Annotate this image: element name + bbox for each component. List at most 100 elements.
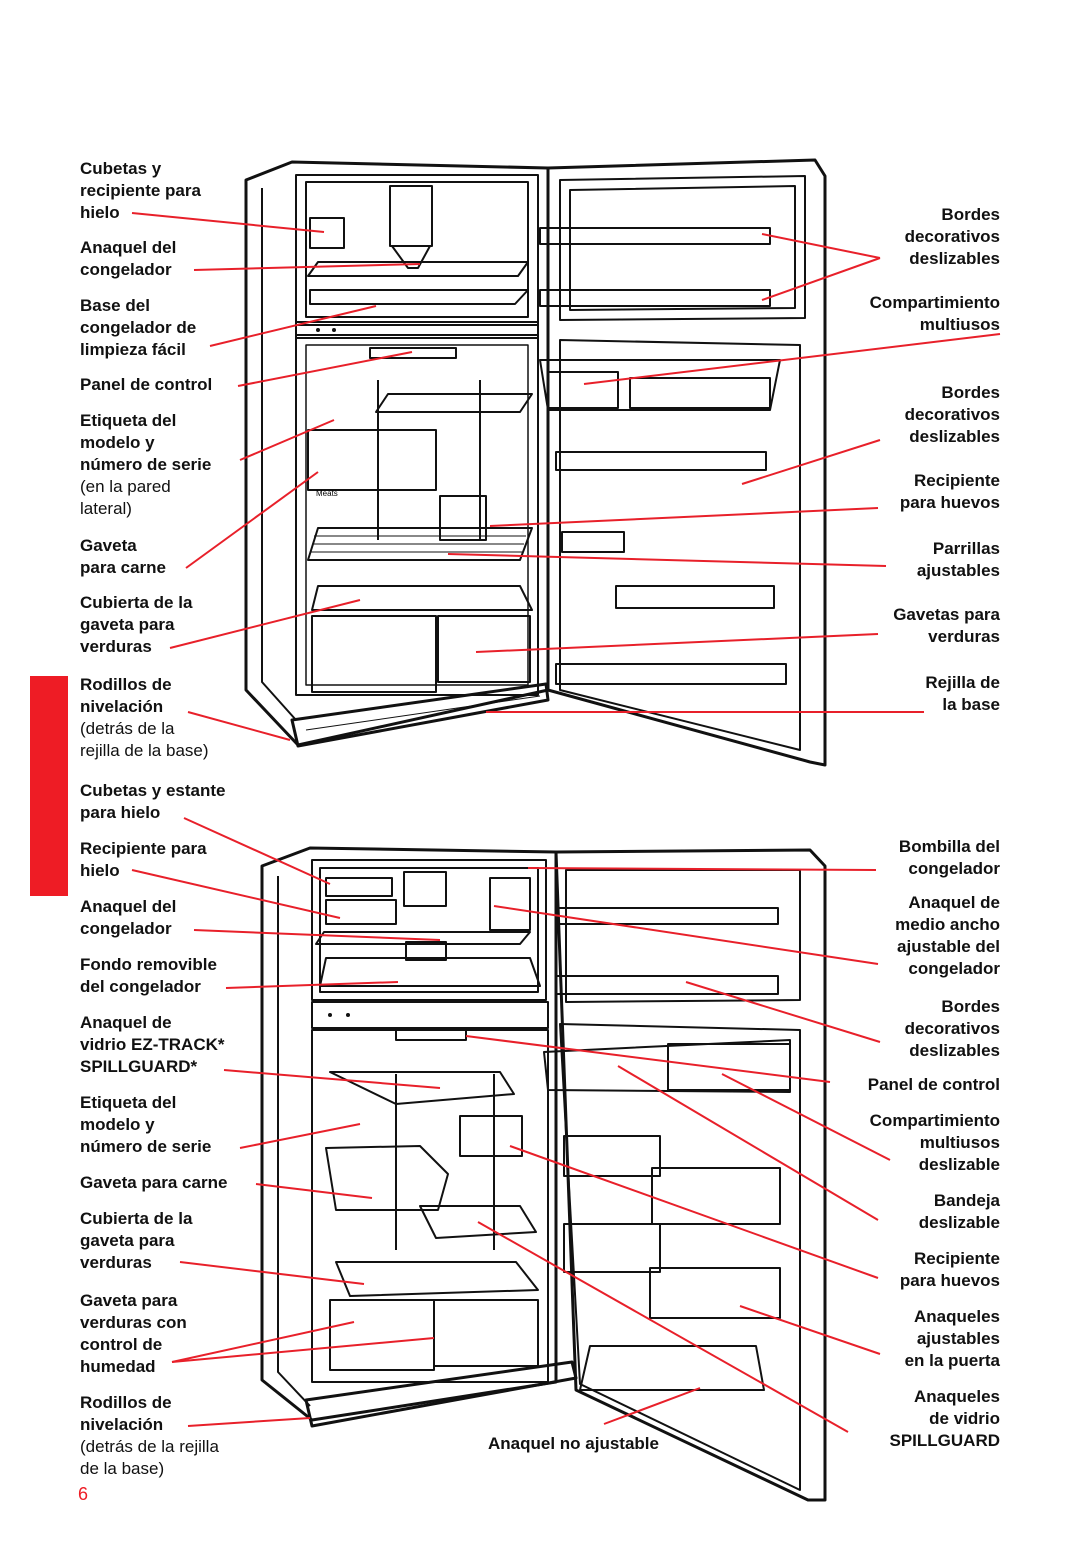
label-line: ajustables [916, 1329, 1000, 1348]
label-bordes-decorativos-2: Bordes decorativos deslizables [905, 382, 1000, 448]
refrigerator-2-drawing [260, 846, 827, 1502]
label-line: Cubierta de la [80, 593, 193, 612]
label-panel-control: Panel de control [80, 374, 212, 396]
label-line: Anaquel de [80, 1013, 172, 1032]
label-line: Cubetas y [80, 159, 162, 178]
diagram-2-callout-lines [131, 817, 891, 1433]
label-line: Recipiente [914, 1249, 1000, 1268]
label-line: Recipiente para [80, 839, 207, 858]
label-line: en la puerta [904, 1351, 1000, 1370]
label-bordes-decorativos-1: Bordes decorativos deslizables [905, 204, 1000, 270]
label-line: ajustables [916, 561, 1000, 580]
label-line: Cubierta de la [80, 1209, 193, 1228]
label-note: (detrás de la [80, 719, 175, 738]
label-line: Gavetas para [893, 605, 1000, 624]
label-line: SPILLGUARD [889, 1431, 1001, 1450]
label-line: modelo y [80, 433, 155, 452]
label-line: nivelación [80, 697, 164, 716]
label-line: Fondo removible [80, 955, 217, 974]
label-line: número de serie [80, 1137, 212, 1156]
label-line: Gaveta para [80, 1291, 178, 1310]
label-line: verduras [80, 637, 152, 656]
label-line: Bandeja [933, 1191, 1000, 1210]
label-line: Bordes [941, 997, 1000, 1016]
label-line: verduras [928, 627, 1000, 646]
label-note: (en la pared [80, 477, 171, 496]
label-line: Gaveta [80, 536, 137, 555]
label-gaveta-verduras-humedad: Gaveta para verduras con control de hume… [80, 1290, 187, 1378]
label-line: Anaquel del [80, 897, 177, 916]
label-line: Compartimiento [869, 293, 1000, 312]
label-gavetas-verduras: Gavetas para verduras [893, 604, 1000, 648]
label-anaquel-no-ajustable: Anaquel no ajustable [488, 1434, 659, 1453]
label-etiqueta-modelo: Etiqueta del modelo y número de serie (e… [80, 410, 211, 520]
svg-text:Meats: Meats [316, 489, 338, 498]
label-line: Rodillos de [80, 675, 172, 694]
label-line: multiusos [919, 315, 1000, 334]
label-line: deslizables [909, 427, 1000, 446]
label-line: SPILLGUARD* [80, 1057, 198, 1076]
label-line: Panel de control [80, 375, 213, 394]
label-line: humedad [80, 1357, 156, 1376]
label-fondo-removible: Fondo removible del congelador [80, 954, 217, 998]
label-line: verduras [80, 1253, 152, 1272]
label-line: multiusos [919, 1133, 1000, 1152]
label-line: ajustable del [897, 937, 1000, 956]
label-line: gaveta para [80, 615, 175, 634]
label-line: Bordes [941, 205, 1000, 224]
label-line: recipiente para [80, 181, 201, 200]
section-tab [30, 676, 68, 896]
label-bandeja-deslizable: Bandeja deslizable [919, 1190, 1000, 1234]
label-line: deslizable [918, 1213, 1000, 1232]
label-line: gaveta para [80, 1231, 175, 1250]
label-line: Bombilla del [898, 837, 1000, 856]
label-anaquel-vidrio-ez-track: Anaquel de vidrio EZ-TRACK* SPILLGUARD* [80, 1012, 225, 1078]
label-anaqueles-vidrio-spillguard: Anaqueles de vidrio SPILLGUARD [890, 1386, 1001, 1452]
label-line: para carne [80, 558, 166, 577]
label-recipiente-hielo: Recipiente para hielo [80, 838, 207, 882]
label-line: Cubetas y estante [80, 781, 226, 800]
label-line: Rodillos de [80, 1393, 172, 1412]
label-line: decorativos [904, 405, 1000, 424]
label-line: deslizables [909, 249, 1000, 268]
label-note: (detrás de la rejilla [80, 1437, 219, 1456]
label-line: modelo y [80, 1115, 155, 1134]
label-cubetas-recipiente-hielo: Cubetas y recipiente para hielo [80, 158, 201, 224]
label-line: para huevos [899, 493, 1000, 512]
label-compartimiento-multiusos-deslizable: Compartimiento multiusos deslizable [870, 1110, 1000, 1176]
label-line: hielo [80, 861, 120, 880]
page-number: 6 [78, 1484, 89, 1504]
label-line: Bordes [941, 383, 1000, 402]
label-bordes-decorativos-3: Bordes decorativos deslizables [905, 996, 1000, 1062]
label-anaquel-medio-ancho: Anaquel de medio ancho ajustable del con… [895, 892, 1000, 980]
label-line: congelador [80, 919, 172, 938]
label-line: verduras con [80, 1313, 187, 1332]
label-rodillos-nivelacion-2: Rodillos de nivelación (detrás de la rej… [80, 1392, 219, 1480]
label-recipiente-huevos-2: Recipiente para huevos [900, 1248, 1000, 1292]
label-rejilla-base: Rejilla de la base [925, 672, 1000, 716]
label-gaveta-carne-2: Gaveta para carne [80, 1172, 227, 1194]
label-cubetas-estante-hielo: Cubetas y estante para hielo [80, 780, 226, 824]
label-line: Recipiente [914, 471, 1000, 490]
label-line: control de [80, 1335, 163, 1354]
label-gaveta-carne: Gaveta para carne [80, 535, 166, 579]
label-line: de vidrio [929, 1409, 1000, 1428]
label-panel-control-2: Panel de control [868, 1074, 1000, 1096]
refrigerator-1-drawing: Meats [244, 158, 827, 767]
diagram-1-callout-lines [131, 212, 1001, 741]
label-anaqueles-ajustables-puerta: Anaqueles ajustables en la puerta [905, 1306, 1000, 1372]
label-line: Base del [80, 296, 150, 315]
label-line: vidrio EZ-TRACK* [80, 1035, 225, 1054]
label-line: para hielo [80, 803, 161, 822]
label-line: Gaveta para carne [80, 1173, 228, 1192]
label-compartimiento-multiusos: Compartimiento multiusos [870, 292, 1000, 336]
label-note: de la base) [80, 1459, 165, 1478]
label-note: rejilla de la base) [80, 741, 209, 760]
label-line: Compartimiento [869, 1111, 1000, 1130]
label-line: Panel de control [867, 1075, 1000, 1094]
label-line: medio ancho [895, 915, 1000, 934]
label-note: lateral) [80, 499, 132, 518]
label-line: número de serie [80, 455, 212, 474]
label-line: congelador [80, 260, 172, 279]
label-anaquel-congelador-2: Anaquel del congelador [80, 896, 176, 940]
